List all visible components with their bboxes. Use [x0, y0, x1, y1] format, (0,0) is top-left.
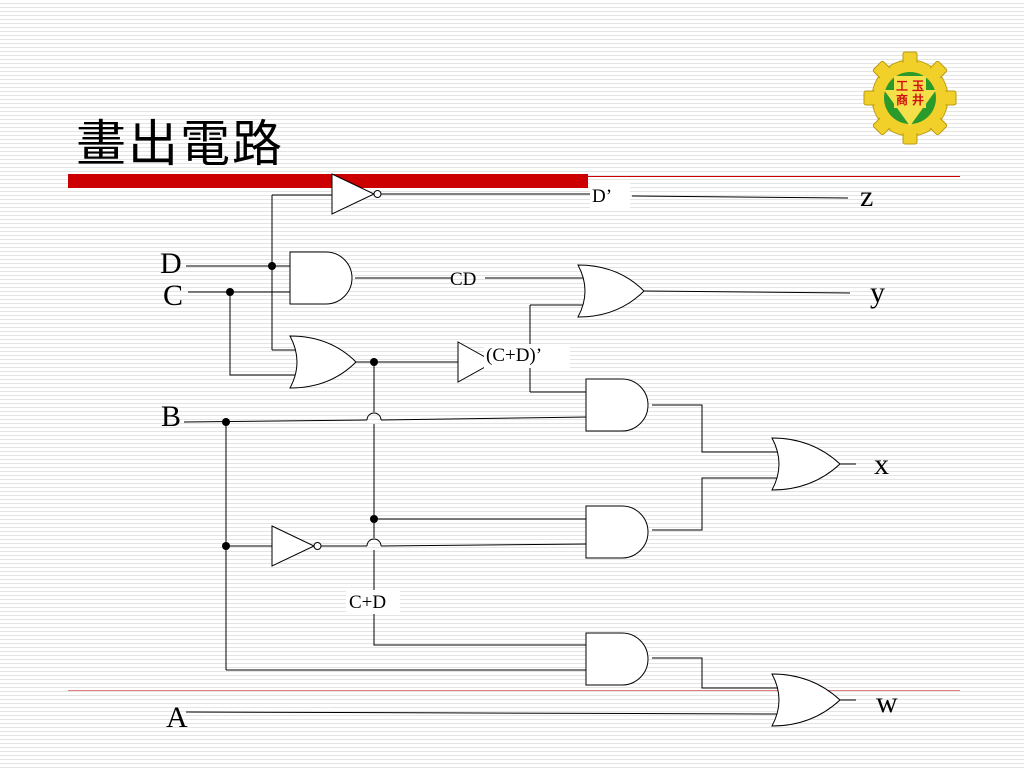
output-label-z: z — [860, 180, 873, 213]
junction-d — [268, 262, 276, 270]
wire-and2-to-orx — [652, 477, 780, 531]
logo-text-panel — [894, 76, 926, 108]
circuit-wires — [183, 193, 856, 715]
logo-char-2: 玉 — [912, 79, 924, 93]
label-bg-cpd — [346, 590, 400, 614]
junction-cpd-and2 — [370, 515, 378, 523]
circuit-junctions — [222, 262, 534, 550]
signal-label-d-not: D’ — [592, 186, 612, 207]
wire-cpd-to-and3 — [373, 614, 588, 646]
output-label-x: x — [874, 448, 889, 481]
circuit-gates — [271, 173, 841, 727]
logo-char-4: 井 — [912, 92, 924, 107]
junction-cpd — [370, 358, 378, 366]
input-label-b: B — [161, 400, 181, 433]
not-gate-b — [271, 525, 322, 567]
logo-char-3: 商 — [896, 92, 908, 107]
or-gate-y — [577, 264, 645, 318]
wire-bnot-b — [380, 543, 589, 547]
title-underline-bar — [68, 174, 588, 188]
wire-bnot-hop — [366, 538, 382, 547]
junction-b-top — [222, 418, 230, 426]
wire-y-output — [643, 290, 851, 294]
or-gate-x — [771, 437, 841, 491]
output-label-y: y — [870, 276, 885, 309]
wire-b-input-a — [183, 419, 368, 423]
wire-b-input-b — [380, 416, 589, 421]
signal-label-c-plus-d-not: (C+D)’ — [486, 345, 542, 366]
wire-a-input — [185, 711, 781, 715]
label-bg-cpdnot — [484, 344, 570, 368]
wire-and1-to-orx — [652, 404, 780, 453]
signal-label-c-plus-d: C+D — [349, 592, 386, 613]
input-label-a: A — [166, 701, 188, 734]
input-label-c: C — [163, 279, 183, 312]
slide-title: 畫出電路 — [76, 115, 284, 173]
footer-divider — [68, 690, 960, 691]
school-logo: 工 玉 商 井 — [863, 51, 957, 145]
wire-c-to-or — [229, 292, 296, 376]
wire-b-hop — [366, 412, 382, 421]
and-gate-2 — [585, 505, 649, 559]
wire-and3-to-orw — [652, 657, 780, 689]
label-bg-dnot — [590, 182, 630, 208]
title-underline-line — [588, 176, 960, 177]
or-gate-c-plus-d — [289, 335, 357, 389]
junction-b-not — [222, 542, 230, 550]
or-gate-w — [771, 673, 841, 727]
output-label-w: w — [876, 686, 898, 719]
not-gate-c-plus-d — [457, 341, 496, 383]
signal-label-cd: CD — [450, 269, 476, 290]
and-gate-3 — [585, 632, 649, 686]
input-label-d: D — [160, 247, 182, 280]
junction-c — [226, 288, 234, 296]
not-gate-d — [331, 173, 382, 215]
wire-dnot-to-z — [631, 195, 849, 199]
and-gate-1 — [585, 378, 649, 432]
logo-char-1: 工 — [896, 79, 908, 93]
and-gate-cd — [289, 251, 353, 305]
